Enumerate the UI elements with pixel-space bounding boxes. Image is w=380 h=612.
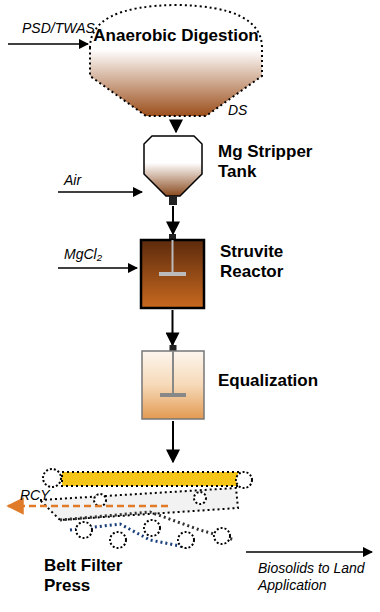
dose-arrow bbox=[58, 267, 137, 269]
stream-label: RCY bbox=[20, 487, 50, 504]
recycle-arrow bbox=[8, 505, 168, 508]
equalization-tank: Equalization bbox=[140, 345, 206, 421]
node-label: Belt Filter Press bbox=[44, 556, 144, 595]
flow-arrow bbox=[172, 206, 174, 234]
stream-label: Biosolids to Land Application bbox=[258, 560, 374, 594]
flow-arrow bbox=[172, 421, 174, 462]
equalization-tank-outline bbox=[140, 345, 206, 421]
stream-label: PSD/TWAS bbox=[22, 20, 95, 37]
flow-arrow bbox=[172, 310, 174, 345]
belt-press-outline bbox=[30, 462, 245, 554]
belt-press: Belt Filter Press bbox=[30, 462, 245, 554]
flow-arrow bbox=[175, 120, 177, 132]
reactor-tank: Struvite Reactor bbox=[139, 234, 206, 310]
stripper-tank: Mg Stripper Tank bbox=[140, 132, 206, 206]
belt-press-figure bbox=[40, 469, 252, 548]
output-arrow bbox=[246, 551, 372, 553]
air-arrow bbox=[58, 191, 142, 193]
stream-label: MgCl₂ bbox=[64, 246, 102, 263]
reactor-tank-outline bbox=[139, 234, 206, 310]
node-label: Mg Stripper Tank bbox=[218, 142, 328, 181]
stream-label: DS bbox=[228, 102, 247, 119]
stripper-tank-outline bbox=[140, 132, 206, 206]
node-label: Anaerobic Digestion bbox=[88, 26, 264, 46]
node-label: Struvite Reactor bbox=[220, 242, 330, 281]
stream-label: Air bbox=[64, 172, 81, 189]
feed-arrow bbox=[8, 43, 88, 45]
node-label: Equalization bbox=[218, 371, 338, 391]
